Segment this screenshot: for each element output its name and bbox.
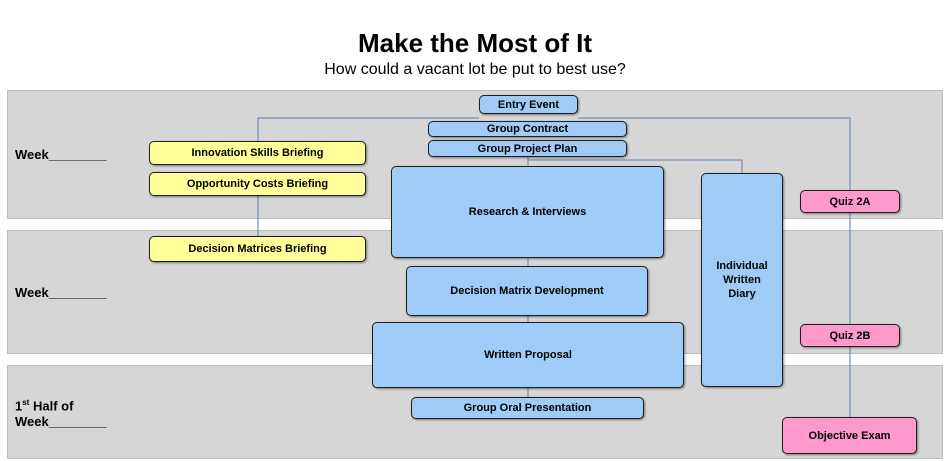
- opportunity-costs-briefing-box: Opportunity Costs Briefing: [149, 172, 366, 196]
- week-label-3-ordinal: 1: [15, 398, 23, 414]
- decision-matrix-development-box: Decision Matrix Development: [406, 266, 648, 316]
- connector-entry-right: [578, 117, 851, 190]
- individual-written-diary-box: Individual Written Diary: [701, 173, 783, 387]
- week-label-3-line1: Half of: [29, 398, 74, 414]
- week-label-3-suffix: st: [22, 398, 30, 407]
- page-subtitle: How could a vacant lot be put to best us…: [324, 61, 626, 78]
- quiz-2b-box: Quiz 2B: [800, 324, 900, 347]
- week-label-2: Week________: [15, 285, 107, 300]
- connector-entry-left: [257, 117, 479, 141]
- page-title: Make the Most of It: [357, 28, 592, 58]
- group-oral-presentation-box: Group Oral Presentation: [411, 397, 644, 419]
- week-label-3-line2: Week________: [15, 414, 107, 430]
- week-label-3: 1st Half of Week________: [15, 395, 107, 430]
- objective-exam-box: Objective Exam: [782, 417, 917, 454]
- group-contract-box: Group Contract: [428, 121, 627, 137]
- entry-event-box: Entry Event: [479, 95, 578, 114]
- group-project-plan-box: Group Project Plan: [428, 140, 627, 157]
- week-label-1: Week________: [15, 147, 107, 162]
- innovation-skills-briefing-box: Innovation Skills Briefing: [149, 141, 366, 165]
- research-interviews-box: Research & Interviews: [391, 166, 664, 258]
- written-proposal-box: Written Proposal: [372, 322, 684, 388]
- quiz-2a-box: Quiz 2A: [800, 190, 900, 213]
- decision-matrices-briefing-box: Decision Matrices Briefing: [149, 236, 366, 262]
